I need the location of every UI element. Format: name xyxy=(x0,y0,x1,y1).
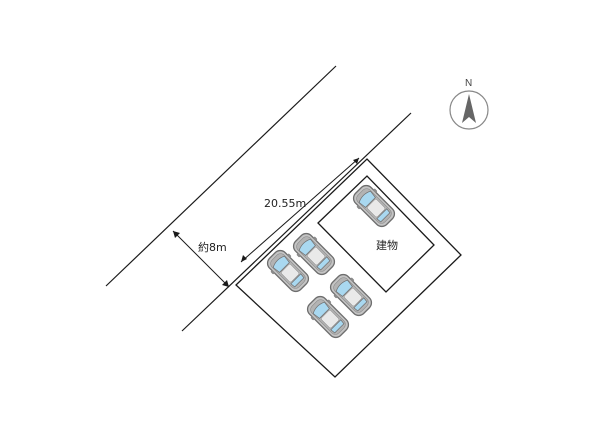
compass-north-label: N xyxy=(465,78,472,89)
building-label: 建物 xyxy=(376,238,398,252)
road-edge-near xyxy=(181,112,412,332)
compass-ring xyxy=(449,90,489,130)
road-edge-far xyxy=(105,65,337,287)
site-boundary xyxy=(235,158,462,378)
road-width-dimension xyxy=(172,230,230,288)
compass-needle-icon xyxy=(462,94,476,123)
building-footprint xyxy=(317,175,435,293)
north-compass: N xyxy=(449,78,489,130)
frontage-label: 20.55m xyxy=(264,197,306,210)
frontage-dimension xyxy=(240,157,360,263)
car-icon xyxy=(348,180,400,232)
road-width-label: 約8m xyxy=(198,240,227,254)
